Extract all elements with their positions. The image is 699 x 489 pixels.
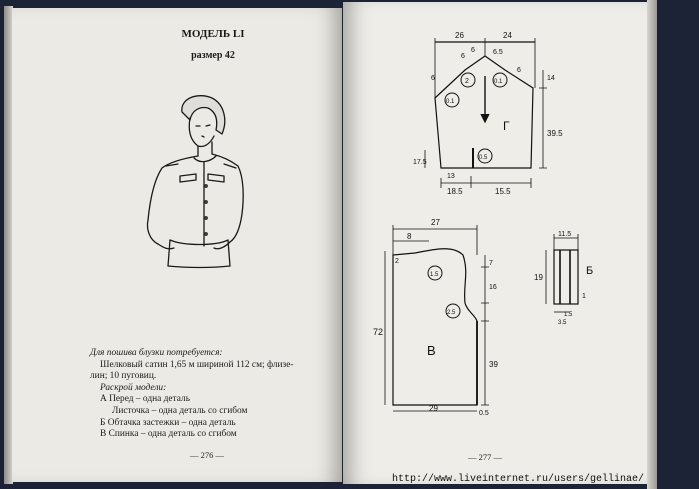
back-letter: В xyxy=(427,343,436,358)
small-dim-19: 19 xyxy=(534,273,543,282)
back-dim-29: 29 xyxy=(429,404,438,413)
top-dim-6c: 6 xyxy=(431,75,435,82)
back-dim-16: 16 xyxy=(489,284,497,291)
back-dim-27: 27 xyxy=(431,218,440,227)
top-letter: Г xyxy=(503,119,510,133)
pattern-back-drawing: 27 8 2 7 1.5 16 2.5 72 39 29 0.5 В xyxy=(373,218,498,417)
materials-line-1: Шелковый сатин 1,65 м шириной 112 см; фл… xyxy=(100,359,294,370)
top-dim-26: 26 xyxy=(455,31,464,40)
top-dim-15-5: 15.5 xyxy=(495,187,511,196)
part-a: А Перед – одна деталь xyxy=(100,394,190,405)
cutting-heading: Раскрой модели: xyxy=(100,382,167,393)
part-pocket: Листочка – одна деталь со сгибом xyxy=(112,405,248,416)
back-dim-2-5: 2.5 xyxy=(447,310,456,316)
right-page xyxy=(343,2,647,484)
back-dim-2: 2 xyxy=(395,258,399,265)
small-dim-11-5: 11.5 xyxy=(558,231,571,238)
part-v: В Спинка – одна деталь со сгибом xyxy=(100,429,237,440)
back-dim-39: 39 xyxy=(489,360,498,369)
part-b: Б Обтачка застежки – одна деталь xyxy=(100,417,236,428)
small-dim-1-5: 1.5 xyxy=(564,312,573,318)
small-letter: Б xyxy=(586,265,593,277)
back-dim-72: 72 xyxy=(373,327,383,337)
top-dim-18-5: 18.5 xyxy=(447,187,463,196)
materials-text: Для пошива блузки потребуется: Шелковый … xyxy=(90,348,335,441)
top-dim-6-5: 6.5 xyxy=(493,49,503,56)
back-dim-7: 7 xyxy=(489,260,493,267)
top-dim-17-5: 17.5 xyxy=(413,159,427,166)
left-page xyxy=(12,8,342,482)
model-title: МОДЕЛЬ LI xyxy=(181,28,245,40)
top-dim-39-5: 39.5 xyxy=(547,129,563,138)
materials-line-2: лин; 10 пуговиц. xyxy=(90,371,157,382)
left-page-edge xyxy=(4,6,13,484)
blouse-illustration xyxy=(146,95,244,269)
pattern-top-drawing: 26 24 6 6 6.5 6 6 14 39.5 17.5 13 18.5 1… xyxy=(413,31,563,196)
top-dim-6b: 6 xyxy=(471,47,475,54)
left-page-number: — 276 — xyxy=(190,450,224,460)
back-dim-8: 8 xyxy=(407,232,412,241)
small-dim-3-5: 3.5 xyxy=(558,320,567,326)
back-dim-0-5: 0.5 xyxy=(479,410,489,417)
top-dim-14: 14 xyxy=(547,75,555,82)
back-dim-1-5: 1.5 xyxy=(430,272,439,278)
materials-heading: Для пошива блузки потребуется: xyxy=(90,348,223,358)
watermark-url: http://www.liveinternet.ru/users/gellina… xyxy=(392,474,645,485)
top-circle-0-5: 0.5 xyxy=(479,155,488,161)
size-subtitle: размер 42 xyxy=(191,50,235,61)
pattern-small-drawing: 11.5 19 1 1.5 3.5 Б xyxy=(534,231,593,326)
top-circle-0-1b: 0.1 xyxy=(494,79,503,85)
top-dim-6a: 6 xyxy=(461,53,465,60)
top-circle-0-1a: 0.1 xyxy=(446,99,455,105)
right-page-number: — 277 — xyxy=(468,452,502,462)
top-circle-2: 2 xyxy=(465,78,469,85)
small-dim-1: 1 xyxy=(582,293,586,300)
right-page-edge xyxy=(647,0,657,489)
top-dim-24: 24 xyxy=(503,31,512,40)
top-dim-6d: 6 xyxy=(517,67,521,74)
top-dim-13: 13 xyxy=(447,173,455,180)
